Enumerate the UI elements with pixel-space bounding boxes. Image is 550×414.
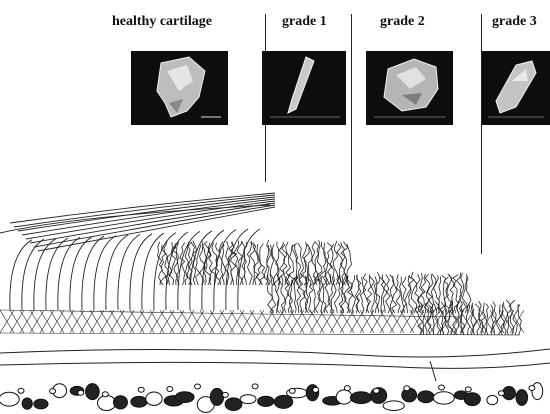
label-healthy-cartilage: healthy cartilage <box>112 14 212 30</box>
subchondral-bone <box>0 383 543 413</box>
label-grade-2: grade 2 <box>380 14 425 30</box>
grade-2-divider-line <box>351 14 352 210</box>
label-grade-1: grade 1 <box>282 14 327 30</box>
healthy-cartilage-sem-image <box>131 51 228 125</box>
grade-2-sem-image <box>366 51 453 125</box>
cartilage-cross-section-illustration <box>0 185 550 414</box>
grade-1-sem-image <box>262 51 346 125</box>
grade-3-sem-image <box>482 51 550 125</box>
tidemark-line <box>0 349 550 381</box>
label-grade-3: grade 3 <box>492 14 537 30</box>
deep-zone-crosshatch <box>0 310 524 335</box>
surface-fiber-arcades <box>0 193 275 310</box>
